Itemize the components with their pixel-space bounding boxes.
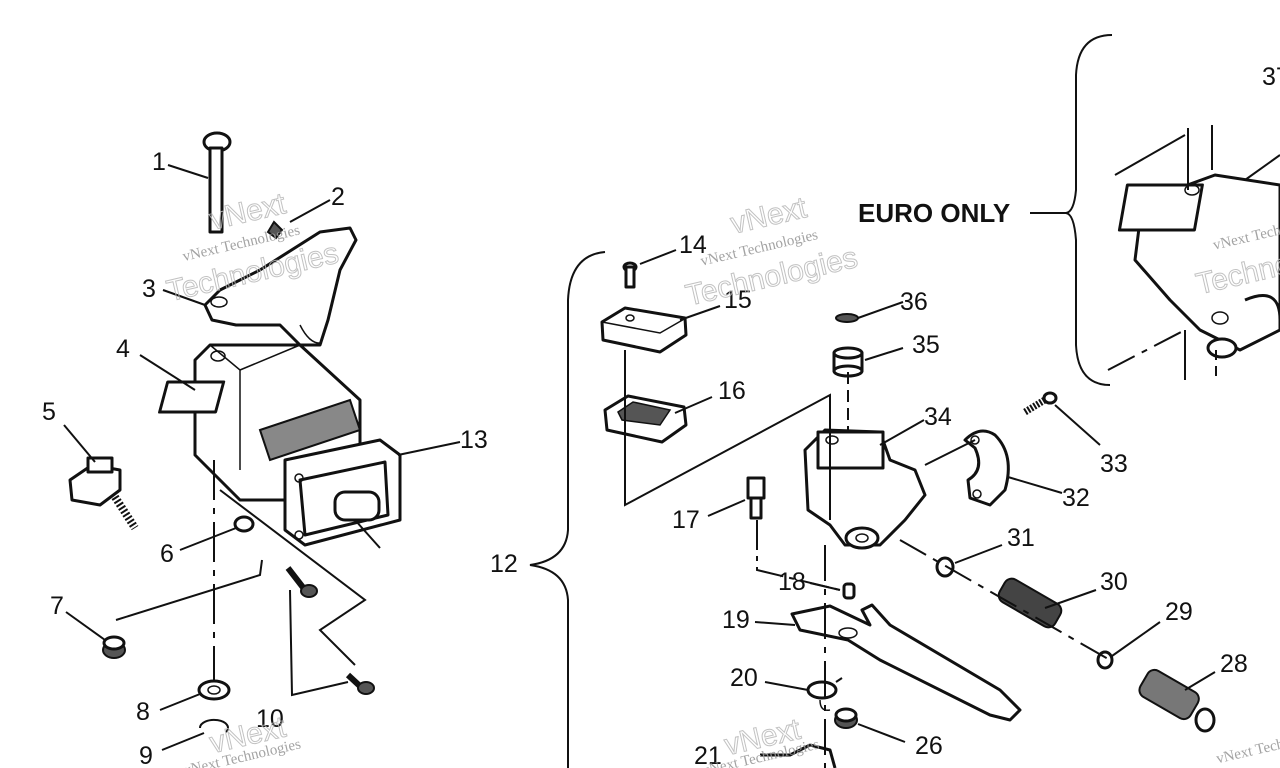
callout-29: 29 [1165,598,1193,626]
callout-3: 3 [142,275,156,303]
part-14-screw [622,261,638,289]
callout-20: 20 [730,664,758,692]
callout-7: 7 [50,592,64,620]
callout-26: 26 [915,732,943,760]
watermark-6: vNext Technologies [1215,725,1280,768]
callout-12: 12 [490,550,518,578]
part-36-spring [835,313,859,323]
part-1-pin [202,131,232,234]
callout-15: 15 [724,286,752,314]
bracket-12 [529,251,606,768]
callout-19: 19 [722,606,750,634]
callout-28: 28 [1220,650,1248,678]
callout-35: 35 [912,331,940,359]
callout-30: 30 [1100,568,1128,596]
part-28-piston [1138,668,1216,733]
part-10-screws [285,566,375,695]
callout-32: 32 [1062,484,1090,512]
part-16-diaphragm [603,394,688,444]
left-leaders [63,164,461,751]
part-34-body [803,428,927,550]
callout-36: 36 [900,288,928,316]
euro-only-inset: EURO ONLY [858,34,1280,386]
callout-21: 21 [694,742,722,768]
left-assembly [63,131,461,751]
part-26-nut [834,707,858,729]
part-32-clamp [963,429,1010,507]
part-8-bushing [197,679,231,701]
callout-4: 4 [116,335,130,363]
part-17-bolt [746,476,766,520]
euro-only-label: EURO ONLY [858,198,1010,228]
part-5-block [68,456,139,531]
callout-17: 17 [672,506,700,534]
callout-16: 16 [718,377,746,405]
part-19-lever [790,603,1022,722]
part-15-cap [600,306,688,354]
callout-34: 34 [924,403,952,431]
callout-37: 37 [1262,63,1280,91]
part-33-screw [1023,391,1058,415]
callout-18: 18 [778,568,806,596]
callout-2: 2 [331,183,345,211]
part-2-clip [266,220,284,240]
callout-9: 9 [139,742,153,768]
part-3-bracket [203,226,358,347]
part-7-nut [102,635,126,659]
part-21-partial [760,743,837,768]
euro-part-body [1117,173,1280,359]
callout-8: 8 [136,698,150,726]
callout-31: 31 [1007,524,1035,552]
callout-numbers: 1 2 3 4 5 6 7 8 9 10 12 13 14 15 16 17 1… [42,63,1280,768]
callout-6: 6 [160,540,174,568]
callout-5: 5 [42,398,56,426]
callout-13: 13 [460,426,488,454]
part-35-cap [832,346,864,378]
part-9-eclip [198,718,229,733]
callout-10: 10 [256,705,284,733]
right-leaders [624,249,1216,768]
part-18-pin [842,582,856,600]
part-6-washer [233,515,255,533]
part-30-spring [997,577,1063,629]
right-assembly [529,249,1216,768]
callout-33: 33 [1100,450,1128,478]
callout-14: 14 [679,231,707,259]
part-31-washer [935,556,955,578]
part-13-boot [283,438,402,549]
callout-1: 1 [152,148,166,176]
